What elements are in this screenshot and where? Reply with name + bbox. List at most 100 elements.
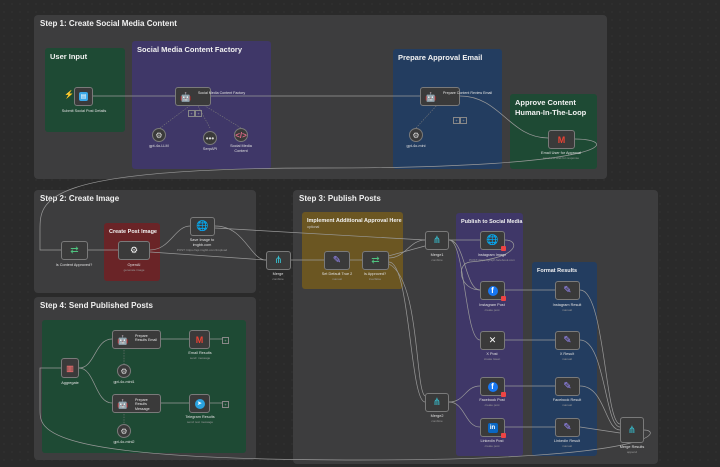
linkedin-post-sub: create post <box>484 444 500 448</box>
if-icon: ⇄ <box>70 245 79 256</box>
group-factory-title: Social Media Content Factory <box>137 45 243 54</box>
merge-label: Merge <box>272 272 284 276</box>
prepare-review-label: Prepare Content Review Email <box>443 91 493 95</box>
telegram-icon: ➤ <box>194 398 205 409</box>
prepare-results-email-node[interactable]: 🤖 Prepare Results Email <box>112 330 161 349</box>
group-create-image-title: Create Post Image <box>109 229 157 235</box>
bot-icon: 🤖 <box>180 92 192 102</box>
set-default-label: Set Default True 2 <box>321 272 353 276</box>
merge-sub: combine <box>272 277 284 281</box>
linkedin-result-node[interactable]: ✎ <box>555 418 580 437</box>
group-additional-approval-sub: optional <box>307 225 320 229</box>
email-approval-node[interactable]: M <box>548 130 575 149</box>
globe-icon-2: 🌐 <box>486 235 499 246</box>
instagram-image-node[interactable]: 🌐 <box>480 231 506 251</box>
prepare-results-message-node[interactable]: 🤖 Prepare Results Message <box>112 394 161 413</box>
is-approved-label: Is Approved? <box>363 272 387 276</box>
x-post-node[interactable]: ✕ <box>480 331 505 350</box>
warning-icon <box>501 246 506 251</box>
pen-icon-5: ✎ <box>563 422 572 433</box>
add-subnode-3[interactable]: + <box>453 117 460 124</box>
gmail-icon-2: M <box>195 334 204 345</box>
facebook-result-node[interactable]: ✎ <box>555 377 580 396</box>
add-subnode-1[interactable]: + <box>188 110 195 117</box>
merge-icon-2: ⋔ <box>432 235 442 246</box>
code-icon: </> <box>235 130 247 140</box>
telegram-results-sub: send: text message <box>186 420 214 424</box>
is-content-approved-node[interactable]: ⇄ <box>61 241 88 260</box>
set-default-node[interactable]: ✎ <box>324 251 350 270</box>
merge2-node[interactable]: ⋔ <box>425 393 449 412</box>
serpapi-node[interactable]: ••• <box>203 131 217 145</box>
gmail-icon: M <box>557 134 566 145</box>
submit-form-label: Submit Social Post Details <box>61 109 107 113</box>
merge-icon: ⋔ <box>274 255 283 266</box>
x-icon: ✕ <box>488 335 497 345</box>
instagram-image-label: Instagram Image <box>477 253 507 257</box>
instagram-image-sub: POST: https://graph.facebook.com <box>469 258 515 262</box>
instagram-post-node[interactable]: f <box>480 281 506 301</box>
gpt4o-mini-node[interactable]: ⚙ <box>409 128 423 142</box>
group-approve-title: Approve Content Human-In-The-Loop <box>515 98 587 117</box>
linkedin-post-node[interactable]: in <box>480 418 506 438</box>
add-after-telegram-button[interactable]: + <box>222 401 229 408</box>
sm-content-label: Social Media Content <box>230 144 252 153</box>
bot-icon-2: 🤖 <box>425 92 437 102</box>
group-publish-title: Publish to Social Media <box>461 219 523 225</box>
bot-icon-4: 🤖 <box>117 399 129 409</box>
is-approved-node[interactable]: ⇄ <box>362 251 389 270</box>
step4-title: Step 4: Send Published Posts <box>40 301 153 310</box>
instagram-result-sub: manual <box>562 308 572 312</box>
aggregate-icon: ▥ <box>66 363 74 373</box>
gpt4o-mini1-node[interactable]: ⚙ <box>117 364 131 378</box>
merge1-sub: combine <box>431 258 443 262</box>
step2-title: Step 2: Create Image <box>40 194 120 203</box>
pen-icon: ✎ <box>332 255 342 266</box>
pen-icon-3: ✎ <box>563 335 572 346</box>
openai-label: OpenAI <box>127 263 141 267</box>
merge1-label: Merge1 <box>430 253 444 257</box>
group-prepare-email: Prepare Approval Email <box>393 49 502 169</box>
group-user-input-title: User Input <box>50 52 88 61</box>
facebook-result-label: Facebook Result <box>552 398 582 402</box>
gpt4o-llm-node[interactable]: ⚙ <box>152 128 166 142</box>
instagram-result-node[interactable]: ✎ <box>555 281 580 300</box>
factory-agent-label: Social Media Content Factory <box>198 91 246 95</box>
x-result-node[interactable]: ✎ <box>555 331 580 350</box>
save-image-sub: POST: https://api.imgbb.com/1/upload <box>176 248 228 252</box>
sm-content-node[interactable]: </> <box>234 128 248 142</box>
merge1-node[interactable]: ⋔ <box>425 231 449 250</box>
add-subnode-4[interactable]: + <box>460 117 467 124</box>
linkedin-icon: in <box>487 422 498 433</box>
add-subnode-2[interactable]: + <box>195 110 202 117</box>
aggregate-node[interactable]: ▥ <box>61 358 79 378</box>
group-additional-approval-title: Implement Additional Approval Here <box>307 218 402 224</box>
gpt4o-mini2-node[interactable]: ⚙ <box>117 424 131 438</box>
factory-agent-node[interactable]: 🤖 Social Media Content Factory <box>175 87 245 106</box>
email-results-node[interactable]: M <box>189 330 210 349</box>
x-post-label: X Post <box>486 352 498 356</box>
x-post-sub: create tweet <box>483 357 501 361</box>
warning-icon-2 <box>501 296 506 301</box>
facebook-icon-2: f <box>487 381 498 392</box>
telegram-results-node[interactable]: ➤ <box>189 394 210 413</box>
prepare-review-node[interactable]: 🤖 Prepare Content Review Email <box>420 87 492 106</box>
openai-image-node[interactable]: ⚙ <box>118 241 150 260</box>
group-format-title: Format Results <box>537 268 578 274</box>
pen-icon-4: ✎ <box>563 381 572 392</box>
openai-sub: generate image <box>123 268 145 272</box>
merge-results-node[interactable]: ⋔ <box>620 417 644 443</box>
gpt4o-mini-label: gpt-4o-mini <box>406 144 426 148</box>
linkedin-post-label: LinkedIn Post <box>480 439 504 443</box>
merge2-sub: combine <box>431 419 443 423</box>
save-image-node[interactable]: 🌐 <box>190 217 215 236</box>
submit-form-node[interactable]: ▤ <box>74 87 93 106</box>
warning-icon-4 <box>501 433 506 438</box>
save-image-label: Save Image to imgbb.com <box>189 238 215 247</box>
merge-node[interactable]: ⋔ <box>266 251 291 270</box>
merge-results-sub: append <box>626 450 638 454</box>
gpt4o-mini2-label: gpt-4o-mini2 <box>113 440 135 444</box>
add-after-email-button[interactable]: + <box>222 337 229 344</box>
facebook-post-node[interactable]: f <box>480 377 506 397</box>
